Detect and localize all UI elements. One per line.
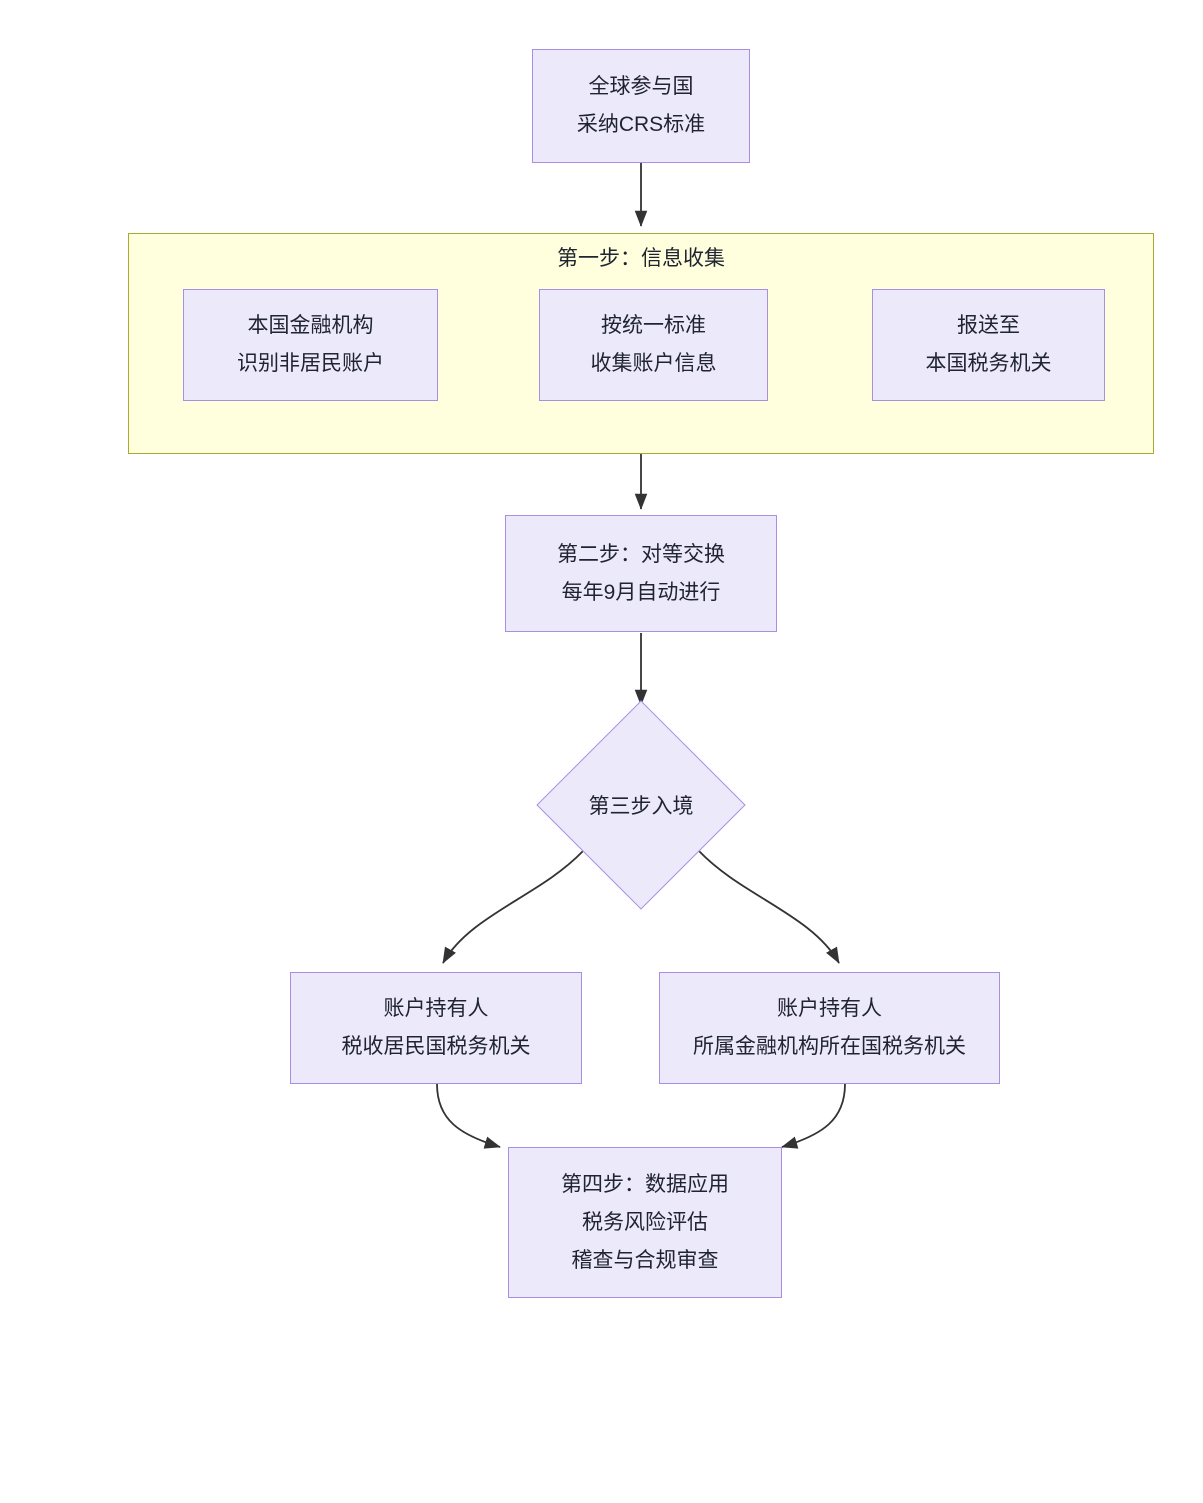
node-branch-right[interactable]: 账户持有人 所属金融机构所在国税务机关	[659, 972, 1000, 1084]
node-branch-left[interactable]: 账户持有人 税收居民国税务机关	[290, 972, 582, 1084]
node-exchange-line-2: 每年9月自动进行	[561, 580, 721, 604]
edge-decision-to-branch-left	[442, 850, 584, 964]
node-report-line-2: 本国税务机关	[925, 352, 1052, 375]
node-report-line-1: 报送至	[957, 314, 1020, 337]
node-fi-identify[interactable]: 本国金融机构 识别非居民账户	[183, 289, 438, 401]
node-decision[interactable]: 第三步入境	[536, 700, 746, 910]
node-usage-line-3: 稽查与合规审查	[571, 1248, 719, 1272]
node-decision-label: 第三步入境	[588, 795, 694, 818]
node-fi-identify-line-2: 识别非居民账户	[237, 352, 384, 375]
node-branch-right-line-1: 账户持有人	[777, 997, 882, 1020]
node-usage-line-2: 税务风险评估	[582, 1210, 708, 1234]
node-branch-left-line-2: 税收居民国税务机关	[341, 1035, 531, 1058]
node-exchange[interactable]: 第二步：对等交换 每年9月自动进行	[505, 515, 777, 632]
node-report[interactable]: 报送至 本国税务机关	[872, 289, 1105, 401]
node-collect-line-1: 按统一标准	[601, 314, 706, 337]
node-start[interactable]: 全球参与国 采纳CRS标准	[532, 49, 750, 163]
node-collect-line-2: 收集账户信息	[590, 352, 717, 375]
edge-branch-right-to-usage	[781, 1083, 846, 1149]
edge-branch-left-to-usage	[436, 1083, 501, 1149]
node-fi-identify-line-1: 本国金融机构	[247, 314, 374, 337]
node-branch-right-line-2: 所属金融机构所在国税务机关	[693, 1035, 966, 1058]
node-start-line-2: 采纳CRS标准	[576, 113, 706, 136]
node-usage[interactable]: 第四步：数据应用 税务风险评估 稽查与合规审查	[508, 1147, 782, 1298]
node-collect[interactable]: 按统一标准 收集账户信息	[539, 289, 768, 401]
node-branch-left-line-1: 账户持有人	[383, 997, 489, 1020]
node-exchange-line-1: 第二步：对等交换	[557, 542, 725, 566]
node-start-line-1: 全球参与国	[588, 75, 694, 98]
edge-decision-to-branch-right	[698, 850, 840, 964]
subgraph-step-one-title: 第一步：信息收集	[557, 247, 725, 270]
node-usage-line-1: 第四步：数据应用	[561, 1172, 729, 1196]
